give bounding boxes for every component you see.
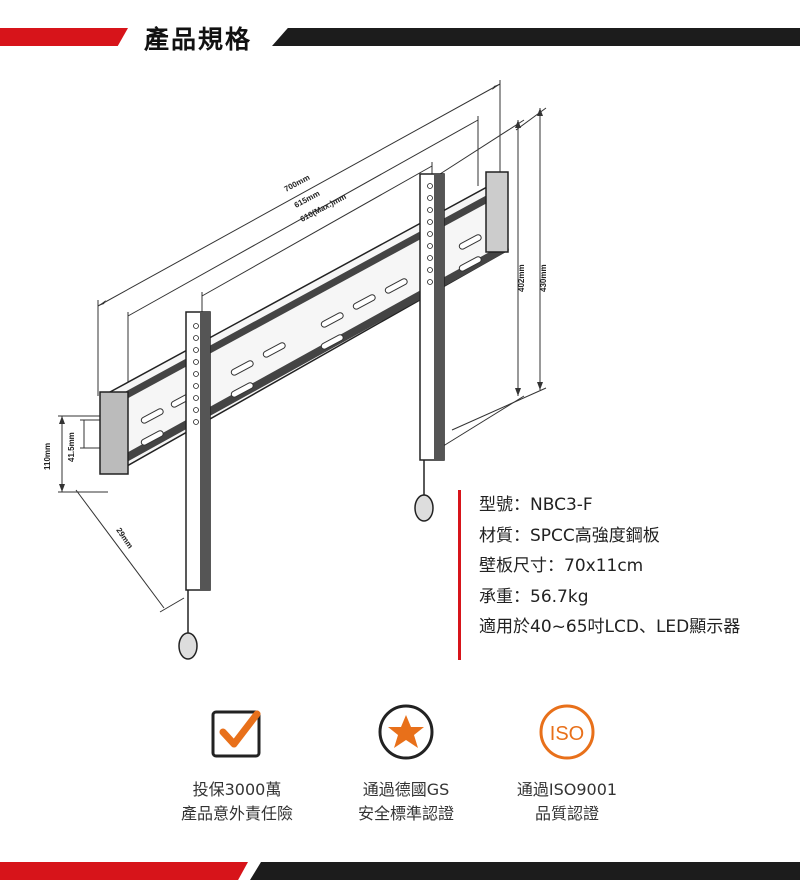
badge-insurance-line1: 投保3000萬 [192, 780, 282, 799]
badge-iso-line1: 通過ISO9001 [516, 780, 618, 799]
badge-insurance: 投保3000萬 產品意外責任險 [137, 702, 337, 826]
badge-gs: 通過德國GS 安全標準認證 [306, 702, 506, 826]
badge-gs-line2: 安全標準認證 [357, 804, 454, 823]
dim-29-label: 29mm [114, 526, 134, 550]
page-title: 產品規格 [144, 25, 253, 54]
spec-compatibility: 適用於40~65吋LCD、LED顯示器 [479, 617, 741, 637]
dim-402-label: 402mm [517, 264, 526, 292]
header-red-bar [0, 28, 128, 46]
dim-430-label: 430mm [539, 264, 548, 292]
spec-list: 型號：NBC3-F 材質：SPCC高強度鋼板 壁板尺寸：70x11cm 承重：5… [458, 490, 740, 660]
badge-iso: ISO 通過ISO9001 品質認證 [467, 702, 667, 826]
iso-label: ISO [550, 723, 584, 745]
footer-red-bar [0, 862, 248, 880]
spec-load: 承重：56.7kg [479, 586, 589, 607]
badge-iso-line2: 品質認證 [534, 804, 599, 823]
checkmark-icon [211, 710, 261, 758]
footer-black-bar [250, 862, 800, 880]
header-black-bar [272, 28, 800, 46]
spec-material: 材質：SPCC高強度鋼板 [479, 525, 660, 546]
wall-mount-diagram: 700mm 615mm 610(Max.)mm 402mm 430mm 110m… [43, 80, 548, 660]
badge-gs-line1: 通過德國GS [362, 780, 450, 799]
iso-icon: ISO [539, 704, 595, 760]
badge-insurance-line2: 產品意外責任險 [180, 804, 293, 823]
dim-41-5-label: 41.5mm [67, 432, 76, 462]
dim-110-label: 110mm [43, 443, 52, 470]
spec-plate-size: 壁板尺寸：70x11cm [479, 556, 644, 576]
star-icon [378, 704, 434, 760]
spec-model: 型號：NBC3-F [479, 495, 593, 515]
